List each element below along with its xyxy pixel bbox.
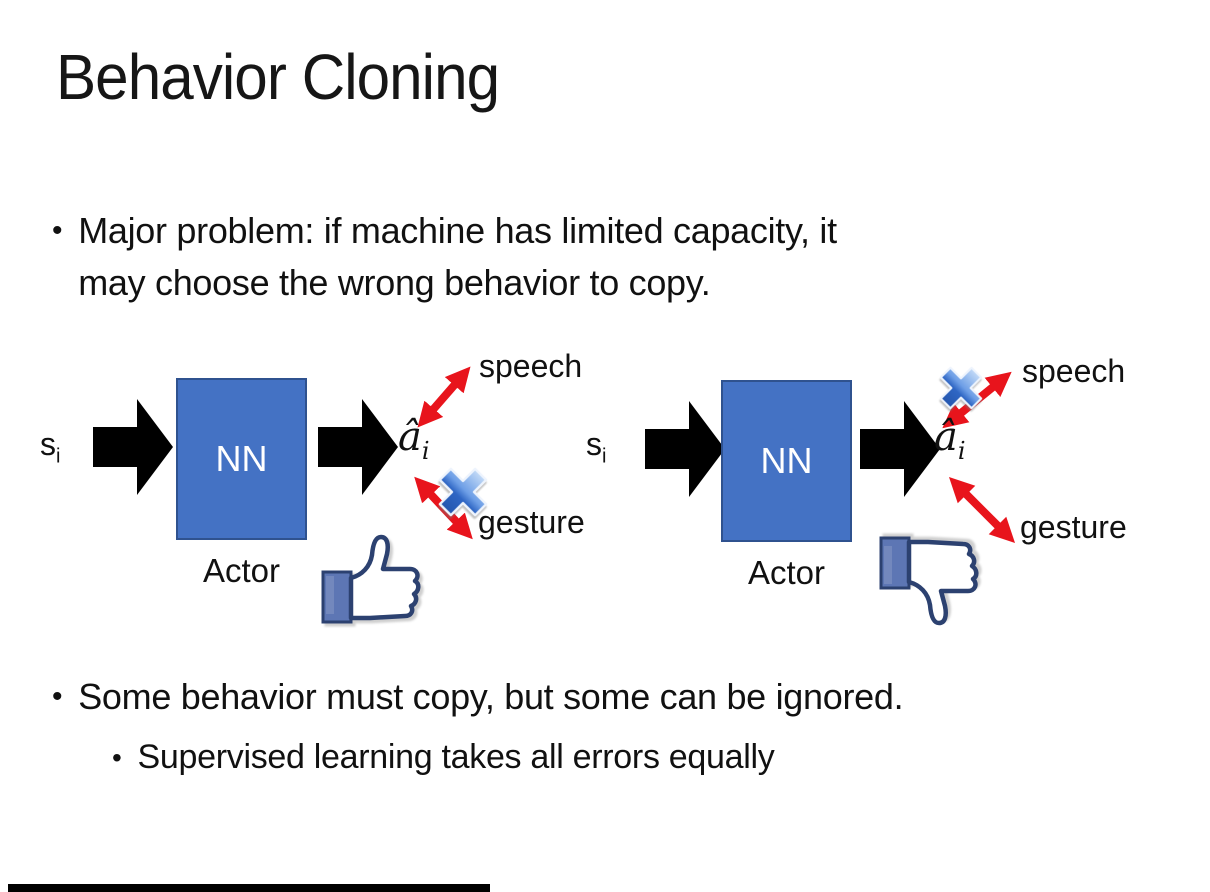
cross-out-icon-right-speech xyxy=(939,366,983,410)
flow-arrow-left-output xyxy=(318,399,398,495)
bullet-major-line2: may choose the wrong behavior to copy. xyxy=(78,262,711,304)
bullet-major-problem: • Major problem: if machine has limited … xyxy=(52,205,837,309)
state-label-right: si xyxy=(586,426,607,468)
speech-branch-arrow-left xyxy=(417,366,471,428)
gesture-label-right: gesture xyxy=(1020,509,1127,545)
flow-arrow-right-input xyxy=(645,401,725,497)
nn-box-right: NN xyxy=(721,380,852,542)
action-output-label-left: âi xyxy=(398,414,430,465)
thumbs-up-icon xyxy=(321,534,421,624)
bullet-marker: • xyxy=(52,680,63,713)
actor-label-left: Actor xyxy=(202,552,281,589)
speech-label-left: speech xyxy=(479,348,583,384)
bullet-supervised-learning: • Supervised learning takes all errors e… xyxy=(112,738,775,776)
gesture-branch-arrow-right xyxy=(948,476,1016,544)
behavior-cloning-diagram xyxy=(93,366,1016,626)
nn-box-label: NN xyxy=(760,440,813,481)
flow-arrow-right-output xyxy=(860,401,940,497)
action-output-label-right: âi xyxy=(934,414,966,465)
gesture-label-left: gesture xyxy=(478,504,585,540)
flow-arrow-left-input xyxy=(93,399,173,495)
slide-title: Behavior Cloning xyxy=(56,41,500,113)
bullet-marker: • xyxy=(52,214,63,247)
thumbs-down-icon xyxy=(879,536,979,626)
bullet-some-behavior: • Some behavior must copy, but some can … xyxy=(52,676,904,717)
nn-box-label: NN xyxy=(215,438,268,479)
actor-label-right: Actor xyxy=(747,554,826,591)
speech-label-right: speech xyxy=(1022,353,1126,389)
state-label-left: si xyxy=(40,426,61,468)
nn-box-left: NN xyxy=(176,378,307,540)
cross-out-icon-left-gesture xyxy=(438,467,488,517)
bullet-major-line1: Major problem: if machine has limited ca… xyxy=(78,210,837,251)
bottom-progress-bar xyxy=(8,884,490,892)
bullet-marker: • xyxy=(112,742,122,773)
